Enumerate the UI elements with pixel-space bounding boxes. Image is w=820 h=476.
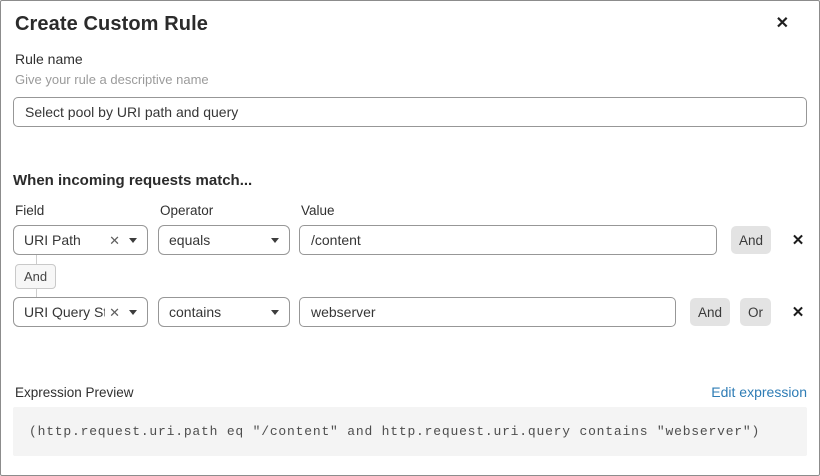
remove-condition-icon[interactable]: ✕ <box>789 233 807 248</box>
remove-condition-icon[interactable]: ✕ <box>789 305 807 320</box>
operator-column-label: Operator <box>160 203 214 218</box>
dialog-title: Create Custom Rule <box>15 13 208 35</box>
clear-icon[interactable]: ✕ <box>109 232 120 248</box>
condition-row-2: URI Query St... ✕ contains And Or ✕ <box>13 297 807 327</box>
and-button-1[interactable]: And <box>730 226 771 254</box>
field-select-2-value: URI Query St... <box>24 304 105 320</box>
field-select-2[interactable]: URI Query St... ✕ <box>13 297 148 327</box>
field-select-1[interactable]: URI Path ✕ <box>13 225 148 255</box>
chevron-down-icon <box>129 237 137 243</box>
chevron-down-icon <box>271 309 279 315</box>
operator-select-1[interactable]: equals <box>158 225 290 255</box>
clear-icon[interactable]: ✕ <box>109 304 120 320</box>
close-icon[interactable]: ✕ <box>775 15 789 32</box>
connector-and-badge: And <box>15 263 57 289</box>
field-column-label: Field <box>15 203 45 218</box>
value-input-1[interactable] <box>299 225 717 255</box>
and-button-2[interactable]: And <box>689 298 730 326</box>
operator-select-2[interactable]: contains <box>158 297 290 327</box>
condition-row-1: URI Path ✕ equals And ✕ <box>13 225 807 255</box>
chevron-down-icon <box>271 237 279 243</box>
expression-preview-header: Expression Preview Edit expression <box>13 384 807 400</box>
or-button-2[interactable]: Or <box>740 298 771 326</box>
value-column-label: Value <box>301 203 335 218</box>
operator-select-1-value: equals <box>169 232 211 248</box>
rule-name-helper-text: Give your rule a descriptive name <box>15 72 209 87</box>
field-select-1-value: URI Path <box>24 232 81 248</box>
value-input-2[interactable] <box>299 297 676 327</box>
match-section-heading: When incoming requests match... <box>13 172 253 189</box>
rule-name-input[interactable] <box>13 97 807 127</box>
dialog-header: Create Custom Rule ✕ <box>13 1 807 36</box>
edit-expression-link[interactable]: Edit expression <box>711 384 807 400</box>
expression-preview-label: Expression Preview <box>15 385 134 400</box>
operator-select-2-value: contains <box>169 304 222 320</box>
chevron-down-icon <box>129 309 137 315</box>
rule-name-label: Rule name <box>15 51 83 67</box>
expression-code: (http.request.uri.path eq "/content" and… <box>13 407 807 456</box>
condition-connector: And <box>13 255 807 297</box>
column-labels: Field Operator Value <box>13 203 807 218</box>
